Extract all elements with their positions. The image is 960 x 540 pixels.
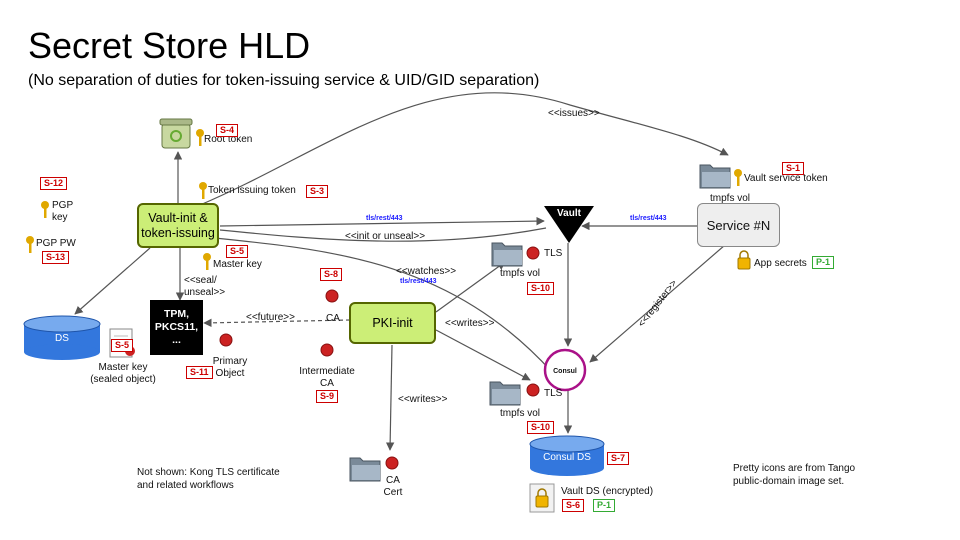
badge-s1: S-1 <box>782 162 805 175</box>
tls-rest-label-2: tls/rest/443 <box>400 278 437 285</box>
badge-s13: S-13 <box>42 251 70 264</box>
certificate-icon <box>219 246 540 470</box>
page-subtitle: (No separation of duties for token-issui… <box>28 72 540 89</box>
badge-s4: S-4 <box>216 124 239 137</box>
ca-label: CA <box>326 313 340 324</box>
edge-vaultinit-ds <box>74 247 151 315</box>
tls-1-label: TLS <box>544 248 563 259</box>
edge-future <box>203 318 351 328</box>
badge-s8: S-8 <box>320 268 343 281</box>
consul-ds-cylinder <box>529 435 605 476</box>
pgp-key-label: PGP key <box>52 200 74 223</box>
pgp-pw-label: PGP PW <box>36 238 76 249</box>
tls-rest-label-3: tls/rest/443 <box>630 215 667 222</box>
writes-edge-label-1: <<writes>> <box>445 318 495 329</box>
tmpfs-vol-1-label: tmpfs vol <box>500 268 541 279</box>
ds-cylinder <box>23 315 101 360</box>
ca-cert-label: CA Cert <box>383 475 403 498</box>
init-unseal-edge-label: <<init or unseal>> <box>345 231 426 242</box>
vault-ds-label: Vault DS (encrypted) <box>561 486 654 497</box>
badge-s9: S-9 <box>316 390 339 403</box>
root-token-label: Root token <box>204 134 253 145</box>
icons-credit-note: Pretty icons are from Tango public-domai… <box>733 463 856 487</box>
badge-s5-master: S-5 <box>226 245 249 258</box>
vault-triangle <box>544 206 594 243</box>
seal-unseal-edge-label: <<seal/ unseal>> <box>184 275 226 298</box>
watches-edge-label: <<watches>> <box>396 266 457 277</box>
edge-init-unseal <box>219 227 547 242</box>
writes-edge-label-2: <<writes>> <box>398 394 448 405</box>
badge-s11: S-11 <box>186 366 213 379</box>
token-issuing-token-label: Token issuing token <box>208 185 296 196</box>
service-n-node: Service #N <box>697 203 780 247</box>
badge-s10-a: S-10 <box>527 282 555 295</box>
tls-rest-label-1: tls/rest/443 <box>366 215 403 222</box>
consul-ds-label: Consul DS <box>543 452 591 463</box>
master-key-label: Master key <box>213 259 262 270</box>
badge-s3: S-3 <box>306 185 329 198</box>
folder-icon <box>349 164 731 482</box>
vault-label: Vault <box>557 208 581 219</box>
tmpfs-vol-top-label: tmpfs vol <box>710 193 751 204</box>
badge-s5-sealed: S-5 <box>111 339 134 352</box>
consul-label: Consul <box>553 368 577 375</box>
trash-icon <box>159 118 193 149</box>
edge-watches <box>214 237 553 373</box>
vault-service-token-label: Vault service token <box>744 173 828 184</box>
master-key-sealed-label: Master key (sealed object) <box>90 362 156 385</box>
consul-ring <box>543 348 587 392</box>
badge-s6: S-6 <box>562 499 585 512</box>
badge-s7: S-7 <box>607 452 630 465</box>
badge-s10-b: S-10 <box>527 421 555 434</box>
edge-vaultinit-vault <box>219 216 545 227</box>
intermediate-ca-label: Intermediate CA <box>299 366 355 389</box>
primary-object-label: Primary Object <box>212 356 248 379</box>
tpm-line-2: PKCS11, <box>154 321 199 333</box>
app-secrets-label: App secrets <box>754 258 807 269</box>
edge-register <box>589 244 726 363</box>
pki-init-node: PKI-init <box>349 302 436 344</box>
issues-edge-label: <<issues>> <box>548 108 600 119</box>
badge-s12: S-12 <box>40 177 68 190</box>
edge-writes-tmpfs2 <box>435 329 531 381</box>
tls-2-label: TLS <box>544 388 563 399</box>
tpm-line-3: ... <box>172 334 181 346</box>
ds-label: DS <box>55 333 69 344</box>
page-title: Secret Store HLD <box>28 25 311 66</box>
not-shown-note: Not shown: Kong TLS certificate and rela… <box>137 467 280 491</box>
badge-p1-vaultds: P-1 <box>593 499 616 512</box>
edge-writes-cacert <box>385 344 395 451</box>
badge-p1-app: P-1 <box>812 256 835 269</box>
padlock-icon <box>529 250 751 513</box>
tpm-line-1: TPM, <box>163 308 190 320</box>
tpm-node: TPM, PKCS11, ... <box>150 300 203 355</box>
edge-writes-tmpfs1 <box>435 261 506 313</box>
key-icon <box>26 129 742 270</box>
future-edge-label: <<future>> <box>246 312 295 323</box>
edge-issues <box>199 92 729 206</box>
vault-init-node: Vault-init & token-issuing <box>137 203 219 248</box>
tmpfs-vol-2-label: tmpfs vol <box>500 408 541 419</box>
